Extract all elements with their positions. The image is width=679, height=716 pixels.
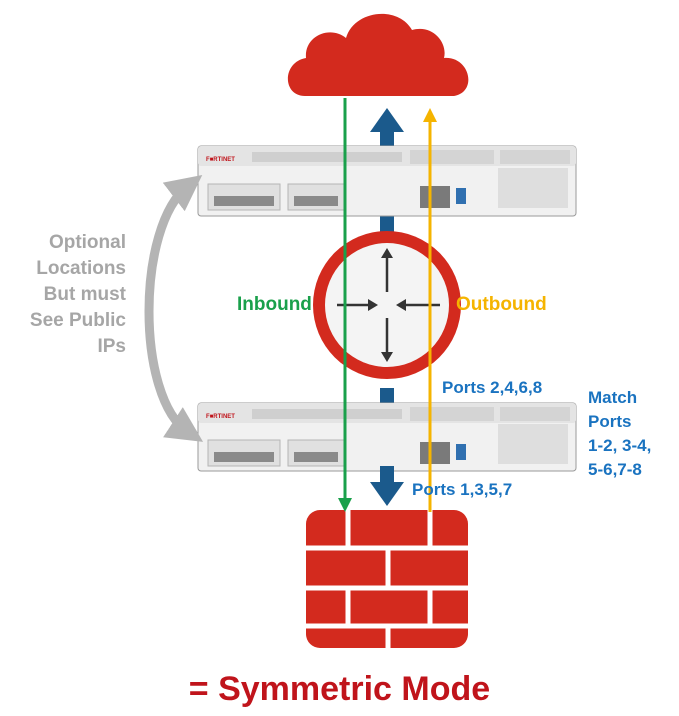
note-line: Locations [36,258,126,279]
arrow-to-firewall [370,466,404,506]
firewall-icon [306,510,468,648]
match-line: 1-2, 3-4, [588,436,652,455]
note-line: IPs [97,336,126,357]
mode-title: = Symmetric Mode [188,670,491,708]
router-icon [313,231,461,379]
arrow-to-cloud [370,108,404,150]
match-line: 5-6,7-8 [588,460,642,479]
brand-text: F■RTINET [206,414,235,420]
match-ports-note: Match Ports 1-2, 3-4, 5-6,7-8 [588,386,651,482]
outbound-path [423,108,437,512]
note-line: But must [43,284,126,305]
inbound-label: Inbound [237,294,312,315]
outbound-label: Outbound [456,294,547,315]
ports-even-label: Ports 2,4,6,8 [442,378,543,397]
double-arrow-icon [144,174,204,442]
brand-text: F■RTINET [206,157,235,163]
note-line: Optional [48,232,126,253]
cloud-icon [287,13,469,96]
appliance-icon: F■RTINET [197,145,577,217]
optional-locations-note: Optional Locations But must See Public I… [0,230,126,360]
appliance-icon: F■RTINET [197,402,577,472]
match-line: Match [588,388,638,407]
inbound-path [338,98,352,512]
ports-odd-label: Ports 1,3,5,7 [412,480,513,499]
match-line: Ports [588,412,632,431]
note-line: See Public [29,310,126,331]
